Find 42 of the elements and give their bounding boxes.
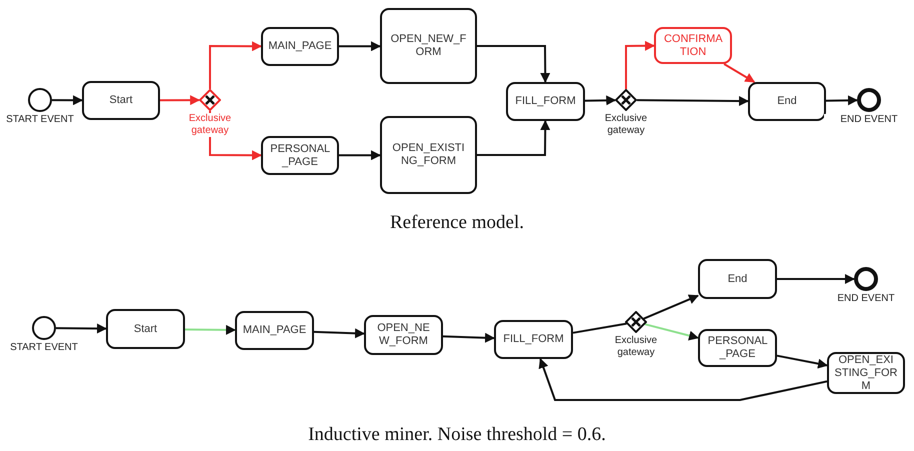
arrow [339, 150, 381, 160]
task-box: Start [106, 309, 185, 349]
arrow [56, 324, 107, 334]
arrow [314, 328, 365, 338]
arrow [477, 45, 550, 83]
start-event-circle [28, 88, 52, 112]
arrow [636, 96, 749, 106]
arrow [477, 120, 550, 156]
task-box: OPEN_EXI STING_FOR M [827, 352, 905, 394]
arrow [625, 40, 655, 89]
arrow [538, 358, 828, 401]
arrow [184, 324, 236, 335]
task-box: FILL_FORM [506, 82, 585, 121]
task-box: PERSONAL _PAGE [698, 329, 777, 367]
task-box: FILL_FORM [494, 320, 573, 359]
figure-caption: Inductive miner. Noise threshold = 0.6. [307, 424, 607, 446]
task-box: OPEN_EXISTI NG_FORM [380, 116, 477, 194]
figure-caption: Reference model. [389, 212, 525, 234]
arrow [643, 294, 699, 320]
task-box: OPEN_NEW_F ORM [380, 8, 477, 84]
arrow [777, 274, 855, 284]
task-box: MAIN_PAGE [261, 27, 339, 66]
start-event-circle [32, 316, 56, 340]
arrow [209, 41, 262, 89]
end-event-circle [854, 267, 878, 291]
task-box: PERSONAL _PAGE [261, 136, 339, 175]
arrow [160, 95, 200, 106]
task-box: OPEN_NE W_FORM [364, 315, 443, 355]
task-box: End [748, 82, 826, 121]
arrow [724, 63, 756, 83]
arrow [52, 95, 83, 106]
task-box: MAIN_PAGE [235, 311, 314, 350]
end-event-circle [857, 88, 881, 112]
task-box: Start [82, 81, 160, 120]
arrow [644, 323, 699, 340]
arrow [584, 95, 616, 106]
arrow [339, 41, 381, 52]
task-box: CONFIRMA TION [654, 27, 732, 64]
arrow [776, 354, 828, 369]
task-box: End [698, 259, 777, 299]
arrow [826, 95, 858, 106]
arrow [442, 332, 495, 343]
